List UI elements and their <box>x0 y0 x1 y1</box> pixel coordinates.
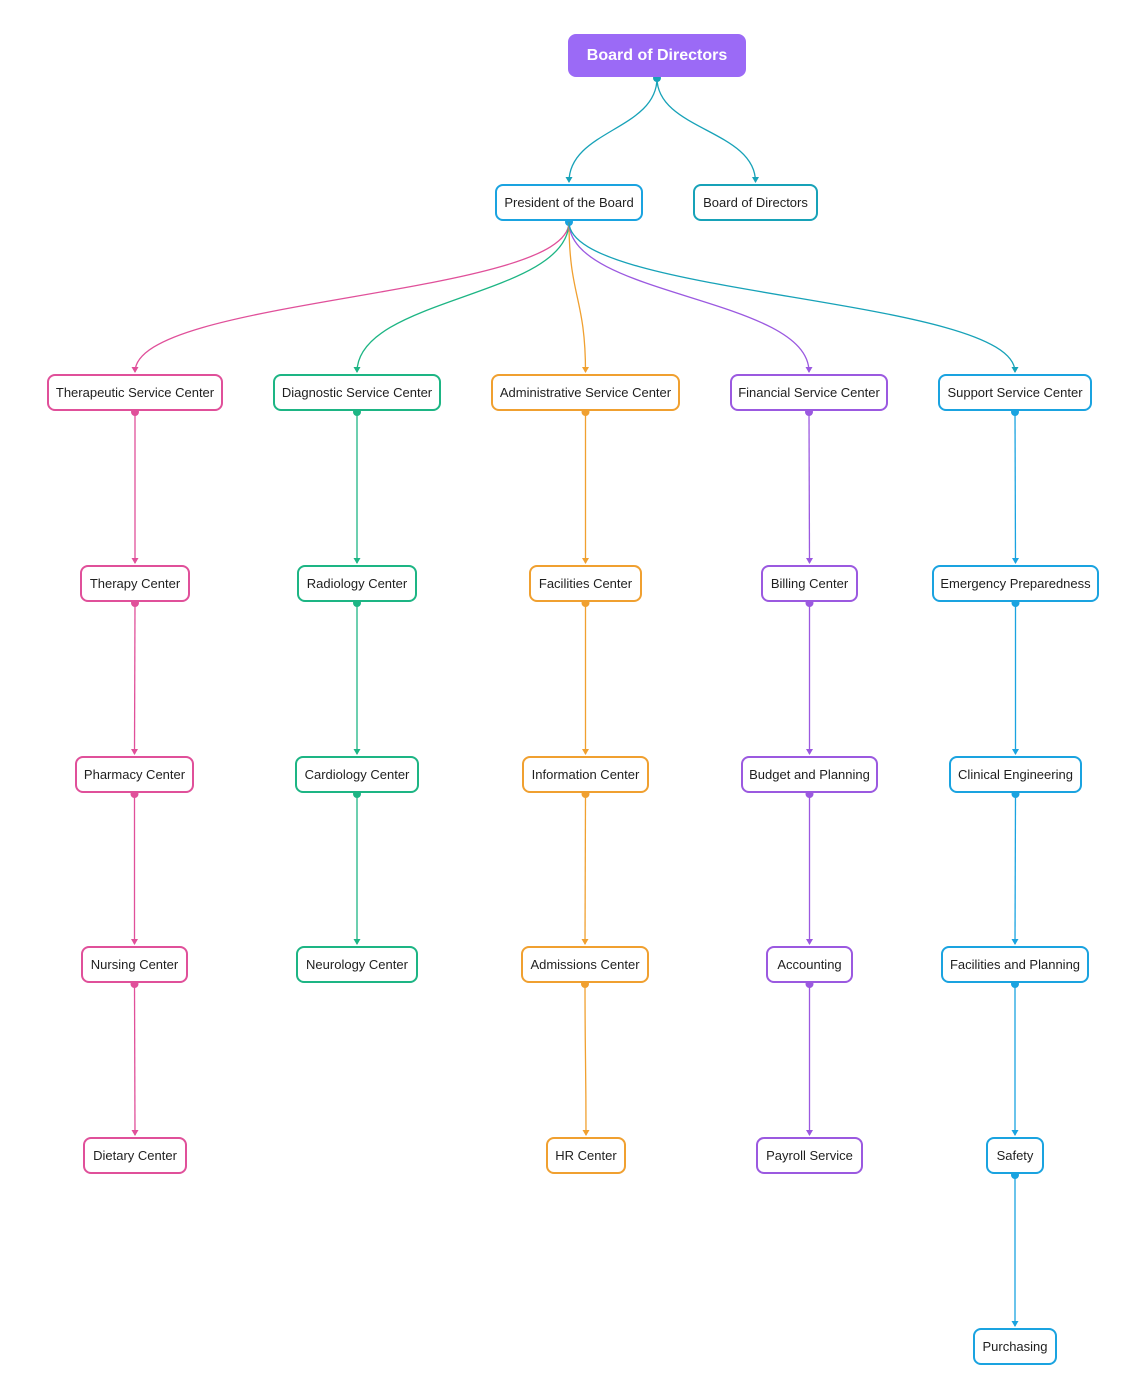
node-hr[interactable]: HR Center <box>546 1137 626 1174</box>
edge-arrowhead-nursing <box>131 939 138 945</box>
edge-arrowhead-safety <box>1011 1130 1019 1136</box>
edge-arrowhead-therapy <box>131 558 139 564</box>
node-board-directors[interactable]: Board of Directors <box>693 184 818 221</box>
edge-president-to-therapeutic <box>134 221 570 373</box>
node-safety[interactable]: Safety <box>986 1137 1044 1174</box>
node-budget[interactable]: Budget and Planning <box>741 756 878 793</box>
edge-board-root-to-president <box>568 77 658 183</box>
edge-financial-to-billing <box>808 411 811 564</box>
node-board-root[interactable]: Board of Directors <box>568 34 746 77</box>
node-president[interactable]: President of the Board <box>495 184 643 221</box>
edge-president-to-diagnostic <box>356 221 570 373</box>
edge-admissions-to-hr <box>584 983 587 1136</box>
edge-arrowhead-facilities-planning <box>1011 939 1019 945</box>
edge-arrowhead-emergency <box>1012 558 1019 564</box>
node-therapeutic[interactable]: Therapeutic Service Center <box>47 374 223 411</box>
node-dietary[interactable]: Dietary Center <box>83 1137 187 1174</box>
edge-arrowhead-support <box>1011 367 1019 373</box>
edge-arrowhead-president <box>565 177 573 183</box>
edge-therapy-to-pharmacy <box>133 602 136 755</box>
edge-arrowhead-therapeutic <box>131 367 139 373</box>
node-administrative[interactable]: Administrative Service Center <box>491 374 680 411</box>
edge-board-root-to-board-directors <box>656 77 757 183</box>
edge-arrowhead-budget <box>806 749 813 755</box>
edge-arrowhead-facilities-center <box>582 558 589 564</box>
node-diagnostic[interactable]: Diagnostic Service Center <box>273 374 441 411</box>
node-purchasing[interactable]: Purchasing <box>973 1328 1057 1365</box>
node-billing[interactable]: Billing Center <box>761 565 858 602</box>
node-information[interactable]: Information Center <box>522 756 649 793</box>
edge-arrowhead-accounting <box>806 939 813 945</box>
edge-arrowhead-diagnostic <box>353 367 361 373</box>
edge-president-to-support <box>568 221 1016 373</box>
node-facilities-planning[interactable]: Facilities and Planning <box>941 946 1089 983</box>
node-nursing[interactable]: Nursing Center <box>81 946 188 983</box>
node-radiology[interactable]: Radiology Center <box>297 565 417 602</box>
edge-president-to-administrative <box>568 221 587 373</box>
node-facilities-center[interactable]: Facilities Center <box>529 565 642 602</box>
node-emergency[interactable]: Emergency Preparedness <box>932 565 1099 602</box>
edge-arrowhead-dietary <box>131 1130 139 1136</box>
edge-arrowhead-purchasing <box>1011 1321 1019 1327</box>
edge-support-to-emergency <box>1014 411 1017 564</box>
node-clinical[interactable]: Clinical Engineering <box>949 756 1082 793</box>
edge-arrowhead-billing <box>806 558 813 564</box>
node-admissions[interactable]: Admissions Center <box>521 946 649 983</box>
edge-arrowhead-hr <box>582 1130 590 1136</box>
edge-clinical-to-facilities-planning <box>1014 793 1017 945</box>
edge-arrowhead-admissions <box>581 939 589 945</box>
edge-arrowhead-radiology <box>353 558 361 564</box>
edge-president-to-financial <box>568 221 810 373</box>
node-neurology[interactable]: Neurology Center <box>296 946 418 983</box>
edge-nursing-to-dietary <box>133 983 136 1136</box>
edge-arrowhead-administrative <box>582 367 589 373</box>
node-pharmacy[interactable]: Pharmacy Center <box>75 756 194 793</box>
node-therapy[interactable]: Therapy Center <box>80 565 190 602</box>
edge-arrowhead-clinical <box>1012 749 1019 755</box>
node-payroll[interactable]: Payroll Service <box>756 1137 863 1174</box>
node-accounting[interactable]: Accounting <box>766 946 853 983</box>
node-cardiology[interactable]: Cardiology Center <box>295 756 419 793</box>
edge-arrowhead-pharmacy <box>131 749 138 755</box>
edge-arrowhead-cardiology <box>353 749 361 755</box>
edge-information-to-admissions <box>584 793 587 945</box>
edge-arrowhead-financial <box>805 367 813 373</box>
node-support[interactable]: Support Service Center <box>938 374 1092 411</box>
edge-arrowhead-information <box>582 749 589 755</box>
edge-arrowhead-payroll <box>806 1130 813 1136</box>
edge-arrowhead-neurology <box>353 939 361 945</box>
edge-arrowhead-board-directors <box>752 177 759 183</box>
node-financial[interactable]: Financial Service Center <box>730 374 888 411</box>
